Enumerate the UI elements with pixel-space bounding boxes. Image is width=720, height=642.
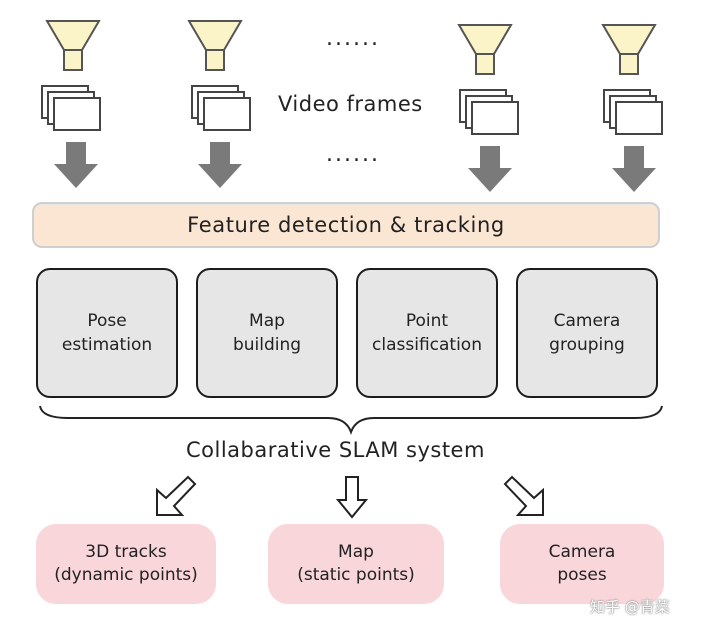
module-label: Camera grouping — [549, 311, 625, 355]
frames-stack-icon — [603, 89, 663, 135]
brace-icon — [39, 405, 663, 435]
feature-detection-bar: Feature detection & tracking — [32, 202, 660, 248]
frames-stack-icon — [191, 85, 251, 131]
module-camera-grouping: Camera grouping — [516, 268, 658, 398]
feature-detection-label: Feature detection & tracking — [187, 213, 505, 237]
hollow-arrow-icon — [503, 475, 544, 516]
watermark: 知乎 @青菜 — [590, 598, 670, 616]
video-frames-label: Video frames — [278, 92, 423, 116]
camera-icon — [457, 24, 513, 75]
down-arrow-icon — [54, 142, 98, 188]
ellipsis-bottom: ...... — [326, 142, 380, 167]
output-camera-poses: Camera poses — [500, 524, 664, 604]
module-point-classification: Point classification — [356, 268, 498, 398]
output-3d-tracks: 3D tracks (dynamic points) — [36, 524, 216, 604]
ellipsis-top: ...... — [326, 26, 380, 51]
module-label: Point classification — [372, 311, 482, 355]
camera-icon — [601, 24, 657, 75]
module-label: Pose estimation — [61, 311, 153, 355]
camera-icon — [187, 20, 243, 71]
hollow-arrow-icon — [156, 475, 197, 516]
output-map: Map (static points) — [268, 524, 444, 604]
frames-stack-icon — [459, 89, 519, 135]
output-label: 3D tracks (dynamic points) — [54, 542, 198, 585]
module-map-building: Map building — [196, 268, 338, 398]
frames-stack-icon — [41, 85, 101, 131]
module-pose-estimation: Pose estimation — [36, 268, 178, 398]
down-arrow-icon — [198, 142, 242, 188]
system-label: Collabarative SLAM system — [186, 438, 485, 462]
module-label: Map building — [232, 311, 302, 355]
down-arrow-icon — [468, 146, 512, 192]
output-label: Camera poses — [548, 542, 616, 585]
output-label: Map (static points) — [297, 542, 415, 585]
down-arrow-icon — [612, 146, 656, 192]
hollow-arrow-icon — [335, 476, 369, 519]
camera-icon — [45, 20, 101, 71]
